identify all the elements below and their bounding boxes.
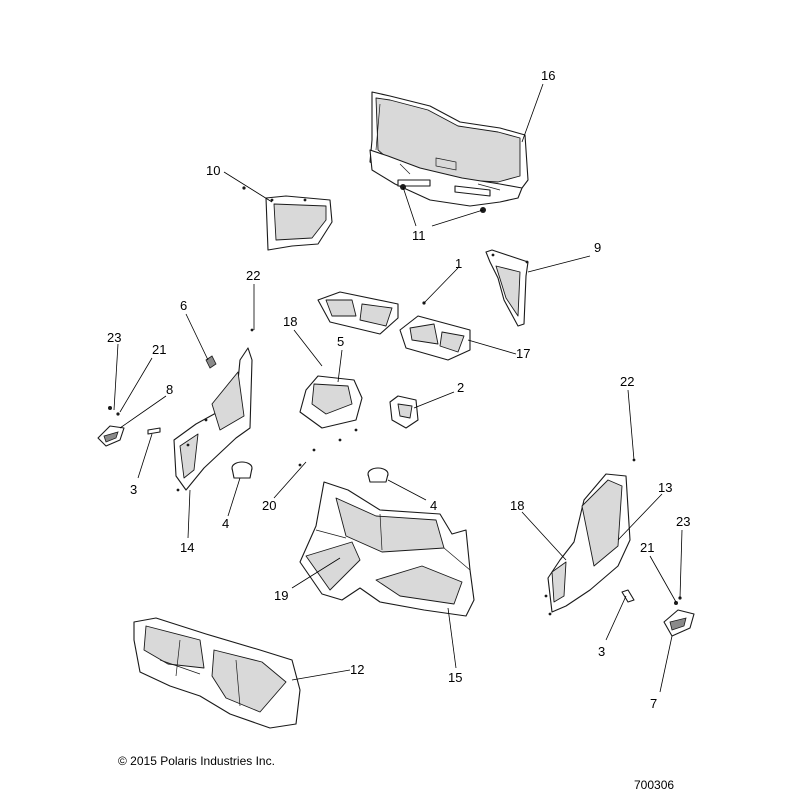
diagram-number: 700306	[634, 778, 675, 792]
copyright-text: © 2015 Polaris Industries Inc.	[118, 754, 275, 768]
part-6-clip	[205, 355, 217, 369]
part-3-pin-left	[147, 427, 161, 435]
callout-4-left: 4	[222, 516, 229, 531]
part-8-latch-left	[97, 425, 125, 447]
callout-18-upper: 18	[283, 314, 297, 329]
callout-19: 19	[274, 588, 288, 603]
part-3-pin-right	[621, 589, 635, 603]
part-2-bracket	[389, 395, 419, 429]
part-17-cupholder-tray	[399, 315, 471, 361]
part-16-rear-panel	[369, 91, 529, 207]
callout-9: 9	[594, 240, 601, 255]
part-12-front-tub	[133, 617, 301, 729]
callout-22-left: 22	[246, 268, 260, 283]
callout-6: 6	[180, 298, 187, 313]
callout-23-right: 23	[676, 514, 690, 529]
callout-7: 7	[650, 696, 657, 711]
callout-8: 8	[166, 382, 173, 397]
part-15-floor-assembly	[299, 481, 475, 617]
part-4-plug-center	[367, 467, 389, 483]
callout-15: 15	[448, 670, 462, 685]
callout-2: 2	[457, 380, 464, 395]
callout-17: 17	[516, 346, 530, 361]
callout-3-right: 3	[598, 644, 605, 659]
part-18-cupholder-tray	[317, 291, 399, 335]
part-4-plug-left	[231, 461, 253, 479]
callout-13: 13	[658, 480, 672, 495]
callout-1: 1	[455, 256, 462, 271]
callout-16: 16	[541, 68, 555, 83]
part-5-console	[299, 375, 363, 429]
callout-21-right: 21	[640, 540, 654, 555]
callout-5: 5	[337, 334, 344, 349]
callout-14: 14	[180, 540, 194, 555]
callout-3-left: 3	[130, 482, 137, 497]
hardware-fasteners	[108, 184, 682, 616]
part-10-side-panel	[265, 195, 333, 251]
callout-18-lower: 18	[510, 498, 524, 513]
callout-11: 11	[412, 228, 426, 243]
leader-lines	[113, 83, 683, 693]
callout-22-right: 22	[620, 374, 634, 389]
callout-23-left: 23	[107, 330, 121, 345]
part-14-left-side-assembly	[173, 347, 253, 491]
part-7-latch-right	[663, 609, 695, 637]
callout-10: 10	[206, 163, 220, 178]
callout-labels: 16 10 11 9 1 22 6 18 5 23 17 21 22 8 2 3…	[107, 68, 690, 711]
callout-4-center: 4	[430, 498, 437, 513]
callout-12: 12	[350, 662, 364, 677]
callout-21-left: 21	[152, 342, 166, 357]
part-9-bracket	[485, 249, 529, 327]
callout-20: 20	[262, 498, 276, 513]
part-13-right-side-assembly	[547, 473, 631, 613]
